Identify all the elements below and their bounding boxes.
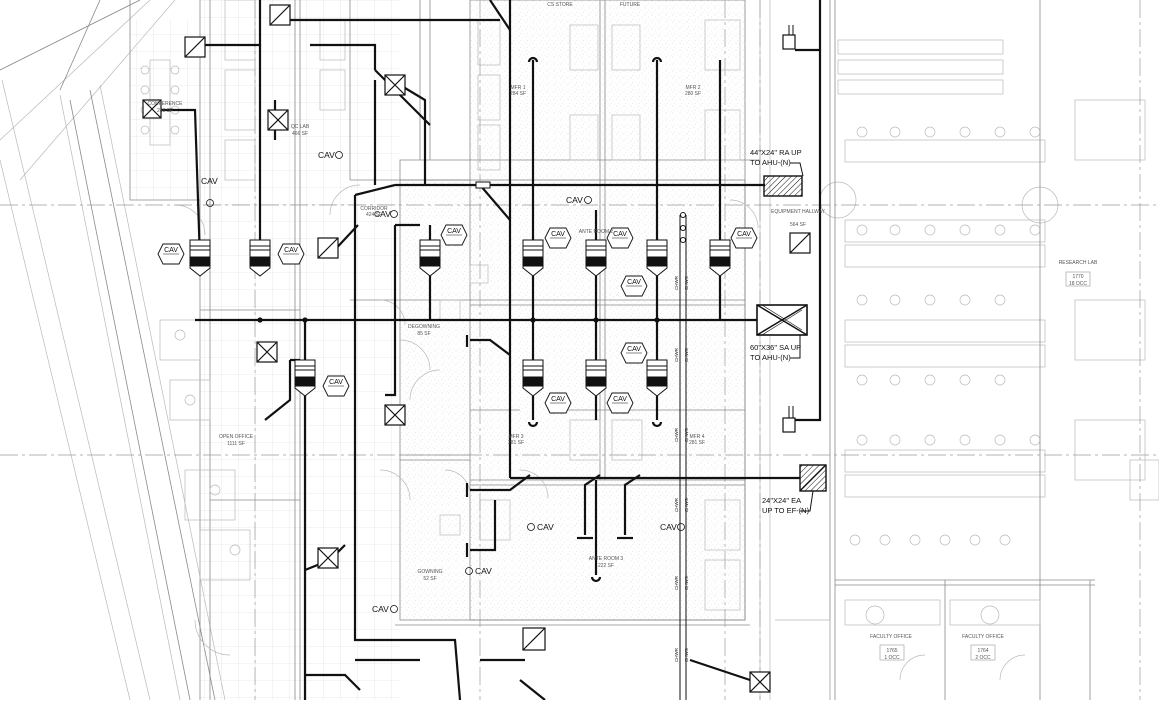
room-labels: CONFERENCE 245 SF QC LAB 466 SF CORRIDOR…: [147, 2, 1097, 661]
room-area-corridor: 424 SF: [366, 212, 382, 218]
air-devices: [142, 4, 827, 693]
pipe-label-chws: CHWS: [684, 576, 689, 590]
room-name-mfr-3: MFR 3: [509, 434, 524, 440]
cav-hex-label: CAV: [627, 279, 641, 286]
pipe-label-chws: CHWS: [684, 276, 689, 290]
room-area-mfr-3: 281 SF: [508, 440, 524, 446]
room-area-equipment-hallway: 564 SF: [790, 222, 806, 228]
cav-hex-label: CAV: [284, 247, 298, 254]
cav-tag-conference: CAV: [201, 176, 218, 186]
cav-hex-label: CAV: [329, 379, 343, 386]
cav-tag-corridor: CAV: [374, 209, 391, 219]
cav-tag-mfr-4: CAV: [660, 522, 677, 532]
riser-notes: 44"X24" RA UP TO AHU-(N) 60"X36" SA UP T…: [750, 148, 814, 515]
room-name-cs-store: CS STORE: [547, 2, 573, 8]
pipe-label-chwr: CHWR: [674, 575, 679, 590]
terminal-units: [189, 239, 731, 397]
cav-text-tags: CAV CAV CAV CAV CAV CAV CAV CAV: [201, 150, 685, 614]
cav-hex-label: CAV: [627, 346, 641, 353]
room-number-faculty-office-1765: 1765: [886, 648, 897, 654]
cav-hex-label: CAV: [551, 231, 565, 238]
note-sa-up-line1: 60"X36" SA UP: [750, 343, 801, 352]
room-name-corridor: CORRIDOR: [360, 206, 388, 212]
room-area-gowning: 52 SF: [423, 576, 436, 582]
room-name-mfr-2: MFR 2: [686, 85, 701, 91]
room-area-conference: 245 SF: [157, 108, 173, 114]
room-area-mfr-2: 280 SF: [685, 91, 701, 97]
room-name-future: FUTURE: [620, 2, 641, 8]
note-sa-up-line2: TO AHU-(N): [750, 353, 791, 362]
room-area-mfr-1: 284 SF: [510, 91, 526, 97]
cav-hex-label: CAV: [613, 231, 627, 238]
room-name-research-lab: RESEARCH LAB: [1059, 260, 1098, 266]
cav-tag-qc-lab: CAV: [318, 150, 335, 160]
room-name-equipment-hallway: EQUIPMENT HALLWAY: [771, 209, 826, 215]
room-area-degowning: 85 SF: [417, 331, 430, 337]
cav-hex-label: CAV: [551, 396, 565, 403]
cav-tag-ante-room-2: CAV: [566, 195, 583, 205]
cav-hex-label: CAV: [737, 231, 751, 238]
room-name-gowning: GOWNING: [418, 569, 443, 575]
room-name-mfr-4: MFR 4: [690, 434, 705, 440]
room-name-ante-room-2: ANTE ROOM 2: [579, 229, 614, 235]
room-name-qc-lab: QC LAB: [291, 124, 310, 130]
pipe-label-chwr: CHWR: [674, 497, 679, 512]
room-area-qc-lab: 466 SF: [292, 131, 308, 137]
pipe-label-chws: CHWS: [684, 498, 689, 512]
cav-hex-label: CAV: [613, 396, 627, 403]
pipe-label-chws: CHWS: [684, 428, 689, 442]
pipe-label-chwr: CHWR: [674, 647, 679, 662]
room-number-faculty-office-1764: 1764: [977, 648, 988, 654]
note-ea-up-line2: UP TO EF-(N): [762, 506, 810, 515]
room-name-open-office: OPEN OFFICE: [219, 434, 254, 440]
room-area-mfr-4: 281 SF: [689, 440, 705, 446]
room-name-ante-room-3: ANTE ROOM 3: [589, 556, 624, 562]
note-ra-up-line2: TO AHU-(N): [750, 158, 791, 167]
pipe-label-chwr: CHWR: [674, 427, 679, 442]
cav-tags: CAV CAV CAV CAV CAV CAV CAV CAV CAV CAV …: [157, 224, 758, 414]
pipe-label-chws: CHWS: [684, 348, 689, 362]
pipe-label-chwr: CHWR: [674, 347, 679, 362]
room-name-conference: CONFERENCE: [147, 101, 183, 107]
room-occ-research-lab: 18 OCC: [1069, 281, 1087, 287]
cav-hex-label: CAV: [164, 247, 178, 254]
room-name-degowning: DEGOWNING: [408, 324, 440, 330]
cav-tag-open-office: CAV: [372, 604, 389, 614]
room-area-open-office: 1111 SF: [227, 441, 245, 447]
pipe-label-chwr: CHWR: [674, 275, 679, 290]
cav-tag-mfr-3: CAV: [537, 522, 554, 532]
cav-hex-label: CAV: [447, 228, 461, 235]
cav-tag-gowning: CAV: [475, 566, 492, 576]
room-name-faculty-office-1764: FACULTY OFFICE: [962, 634, 1004, 640]
room-name-mfr-1: MFR 1: [511, 85, 526, 91]
room-number-research-lab: 1770: [1072, 274, 1083, 280]
pipe-labels: CHWR CHWS CHWR CHWS CHWR CHWS CHWR CHWS …: [674, 275, 689, 662]
note-ra-up-line1: 44"X24" RA UP: [750, 148, 802, 157]
room-name-faculty-office-1765: FACULTY OFFICE: [870, 634, 912, 640]
note-ea-up-line1: 24"X24" EA: [762, 496, 801, 505]
pipe-label-chws: CHWS: [684, 648, 689, 662]
room-occ-faculty-office-1765: 1 OCC: [884, 655, 900, 661]
room-area-ante-room-3: 222 SF: [598, 563, 614, 569]
room-occ-faculty-office-1764: 2 OCC: [975, 655, 991, 661]
